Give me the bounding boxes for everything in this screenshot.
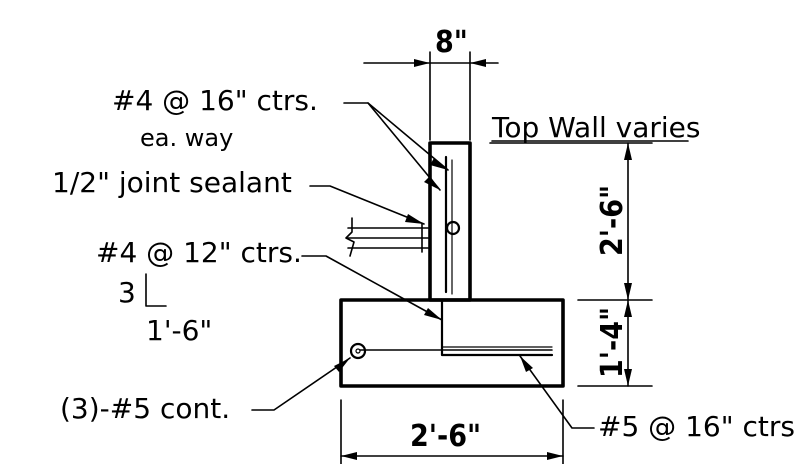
arrow-footing-top <box>624 300 632 317</box>
footing-bars-callout: (3)-#5 cont. <box>60 357 351 425</box>
footing-transverse-arrow <box>520 356 533 372</box>
footing-width-arrow-left <box>341 452 357 460</box>
rebar-dowel-arrow <box>424 308 442 320</box>
top-wall-label: Top Wall varies <box>491 111 701 144</box>
footing-outline <box>339 298 565 388</box>
footing-transverse-label: #5 @ 16" ctrs <box>598 410 795 443</box>
footing-continuous-bar-section <box>349 342 367 360</box>
rebar-wall-leader-1 <box>343 102 441 191</box>
rebar-wall-leader-arrow-2 <box>430 158 448 170</box>
footing-bars-arrow <box>334 358 350 372</box>
wall-thickness-dimension: 8" <box>363 25 499 141</box>
footing-width-label: 2'-6" <box>410 419 481 454</box>
dowel-bar <box>440 299 554 357</box>
rebar-wall-label: #4 @ 16" ctrs. <box>112 84 318 117</box>
slope-run-label: 1'-6" <box>146 314 212 347</box>
slope-symbol: 3 1'-6" <box>118 273 212 347</box>
footing-height-label: 1'-4" <box>595 307 630 378</box>
slope-rise-label: 3 <box>118 276 136 309</box>
joint-sealant-arrow <box>405 214 424 224</box>
wall-thickness-label: 8" <box>435 25 468 60</box>
footing-width-dimension: 2'-6" <box>340 399 564 464</box>
rebar-dowel-label: #4 @ 12" ctrs. <box>96 236 302 269</box>
wall-height-label: 2'-6" <box>595 185 630 256</box>
footing-bars-label: (3)-#5 cont. <box>60 392 230 425</box>
footing-continuous-bar-center <box>355 348 361 354</box>
arrow-wall-bottom <box>624 283 632 300</box>
slab-edge <box>345 217 429 257</box>
joint-sealant-callout: 1/2" joint sealant <box>52 166 425 225</box>
height-dimensions: 2'-6" 1'-4" Top Wall varies <box>489 111 701 387</box>
footing-transverse-leader <box>519 355 595 429</box>
slab-break-mark <box>345 217 355 257</box>
wall-horizontal-bar-section <box>445 220 461 236</box>
slope-triangle <box>145 273 167 307</box>
footing-width-arrow-right <box>547 452 563 460</box>
rebar-wall-note: ea. way <box>140 124 233 152</box>
rebar-dowel-callout: #4 @ 12" ctrs. <box>96 236 443 321</box>
arrow-wall-top <box>624 143 632 160</box>
footing-transverse-callout: #5 @ 16" ctrs <box>519 355 795 443</box>
dim-arrow-right <box>470 59 486 67</box>
rebar-wall-callout: #4 @ 16" ctrs. ea. way <box>112 84 449 191</box>
rebar-dowel-leader <box>301 255 443 321</box>
rebar-wall-leader-arrow-1 <box>424 176 440 190</box>
arrow-footing-bottom <box>624 369 632 386</box>
footing-bars-leader <box>251 357 351 411</box>
footing <box>339 298 565 388</box>
dim-arrow-left <box>414 59 430 67</box>
joint-sealant-label: 1/2" joint sealant <box>52 166 292 199</box>
joint-sealant-leader <box>309 185 425 225</box>
